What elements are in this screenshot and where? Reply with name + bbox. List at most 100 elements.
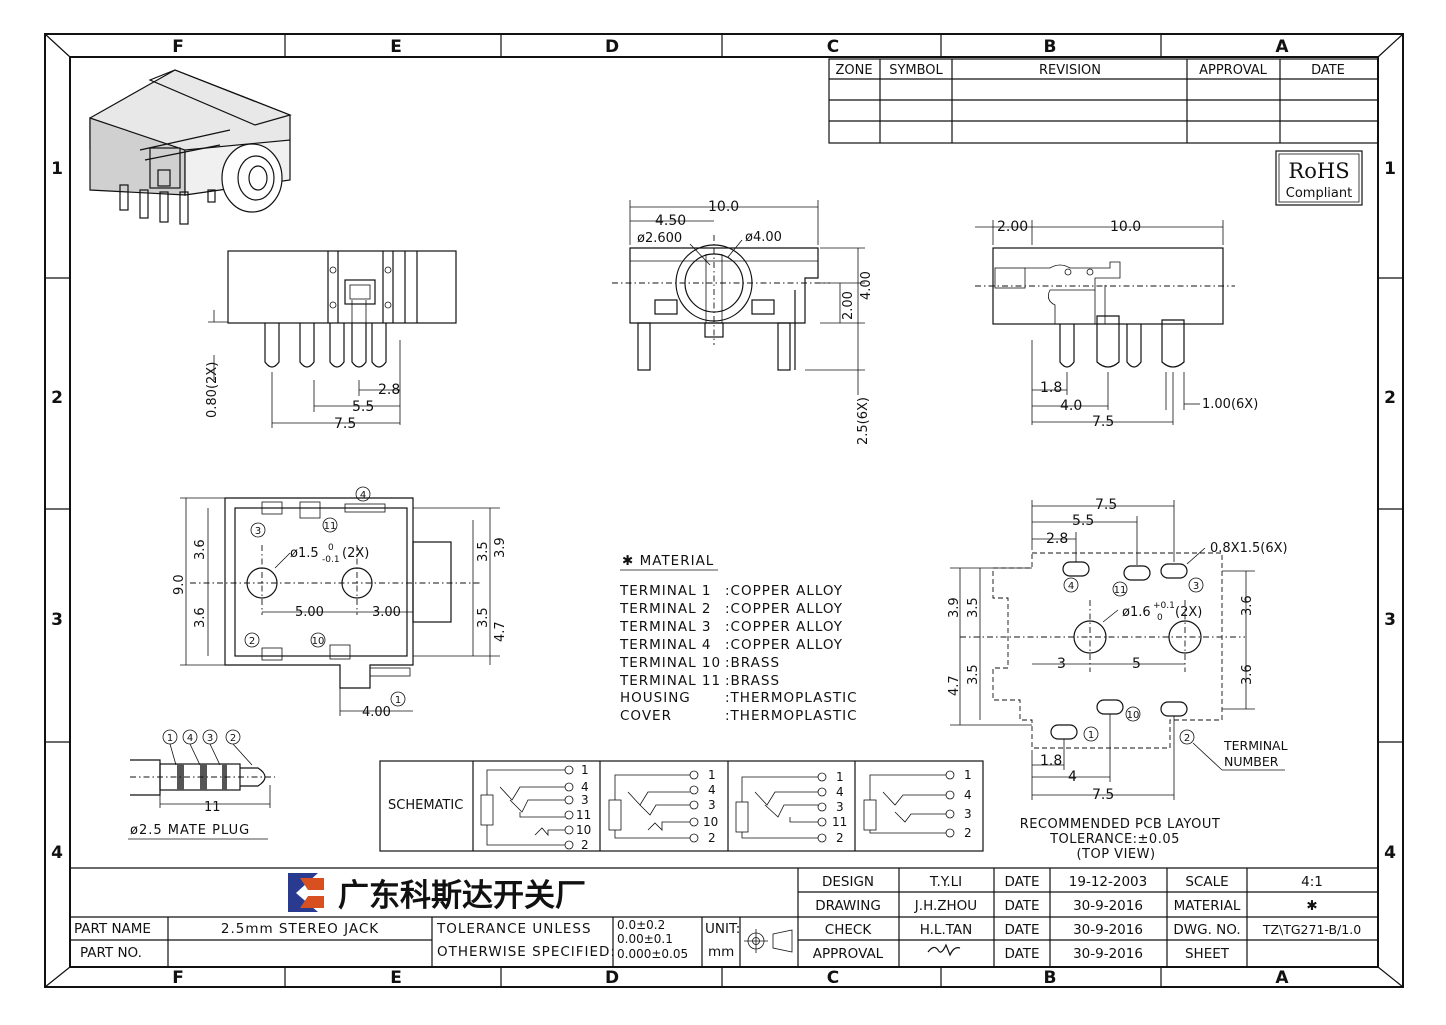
schematic-2-pin-4: 4 [708, 783, 716, 797]
date-label-4: DATE [1004, 946, 1039, 962]
dim-4-7: 4.7 [493, 621, 508, 642]
schematic-3-pin-4: 4 [836, 785, 844, 799]
pcb-terminal-1: 1 [1088, 730, 1094, 741]
col-label-c-bottom: C [827, 968, 839, 988]
pcb-terminal-10: 10 [1127, 710, 1140, 721]
pcb-terminal-2: 2 [1184, 733, 1190, 744]
dim-3-5-bottom: 3.5 [476, 607, 491, 628]
top-view: 3.6 9.0 3.6 3.5 3.9 3.5 4.7 ø1.5 0 -0.1 … [172, 486, 508, 720]
row-label-4: 4 [51, 843, 63, 863]
schematic-2-pin-1: 1 [708, 768, 716, 782]
material-row-8-value: :THERMOPLASTIC [725, 708, 858, 724]
revision-table: ZONE SYMBOL REVISION APPROVAL DATE [828, 58, 1379, 144]
row-label-1-right: 1 [1384, 159, 1396, 179]
rohs-title: RoHS [1288, 159, 1349, 183]
drawing-frame: F E D C B A F E D C B A 1 2 3 4 1 2 3 4 [44, 33, 1404, 988]
pcb-dim-3-6-bottom: 3.6 [1240, 664, 1255, 685]
projection-symbol-icon [744, 929, 793, 953]
dim-1-00-6x: 1.00(6X) [1202, 397, 1258, 412]
pcb-dim-3-6-top: 3.6 [1240, 595, 1255, 616]
schematic-diagram-2 [608, 770, 699, 843]
dim-2-00-front: 2.00 [841, 291, 856, 320]
terminal-marker-10-label: 10 [312, 636, 325, 647]
pcb-dim-7-5-top: 7.5 [1095, 497, 1117, 513]
check-label: CHECK [825, 922, 873, 938]
pcb-dim-5: 5 [1132, 656, 1141, 672]
pcb-dim-hole-count: (2X) [1175, 605, 1202, 620]
terminal-marker-10 [310, 632, 326, 648]
dim-5-5: 5.5 [352, 399, 374, 415]
terminal-marker-11 [322, 517, 338, 533]
front-view: 10.0 4.50 ø2.600 ø4.00 2.00 4.00 2.5(6X) [612, 199, 874, 445]
col-label-b-bottom: B [1044, 968, 1057, 988]
col-label-c: C [827, 37, 839, 57]
part-no-label: PART NO. [80, 945, 142, 961]
col-label-e-bottom: E [390, 968, 402, 988]
schematic-1-pin-1: 1 [581, 763, 589, 777]
plug-label: ø2.5 MATE PLUG [130, 823, 250, 838]
terminal-marker-1 [390, 691, 406, 707]
part-name-value: 2.5mm STEREO JACK [221, 921, 379, 937]
schematic-diagram-3 [735, 772, 827, 843]
material-row-6-value: :BRASS [725, 673, 780, 689]
scale-label: SCALE [1185, 874, 1228, 890]
rohs-subtitle: Compliant [1286, 186, 1352, 201]
plug-ring-3: 3 [207, 733, 213, 744]
schematic-1-pin-10: 10 [576, 823, 591, 837]
schematic-4-pin-3: 3 [964, 807, 972, 821]
dim-9-0: 9.0 [172, 574, 187, 595]
plug-ring-1: 1 [167, 733, 173, 744]
material-value: ✱ [1306, 898, 1317, 914]
unit-value: mm [708, 944, 734, 960]
material-list: ✱ MATERIAL TERMINAL 1 :COPPER ALLOY TERM… [619, 553, 858, 724]
material-label: MATERIAL [1174, 898, 1241, 914]
pcb-layout: 7.5 5.5 2.8 0.8X1.5(6X) 3.9 3.5 3.6 ø1.6… [947, 497, 1288, 862]
dim-4-00-front: 4.00 [859, 271, 874, 300]
material-row-2-name: TERMINAL 2 [619, 601, 712, 617]
drawing-value: J.H.ZHOU [914, 898, 977, 914]
material-title: ✱ MATERIAL [622, 553, 714, 569]
row-label-2: 2 [51, 388, 63, 408]
material-row-1-name: TERMINAL 1 [619, 583, 712, 599]
tolerance-value-3: 0.000±0.05 [617, 947, 688, 961]
dim-10-0-front: 10.0 [708, 199, 739, 215]
terminal-marker-1-label: 1 [395, 695, 401, 706]
pcb-dim-slot: 0.8X1.5(6X) [1210, 541, 1288, 556]
dim-d2-600: ø2.600 [637, 231, 682, 246]
terminal-marker-4 [355, 486, 371, 502]
date-label-2: DATE [1004, 898, 1039, 914]
design-value: T.Y.LI [929, 874, 962, 890]
schematic-block: SCHEMATIC 1 4 3 11 10 2 [379, 760, 984, 852]
material-row-3-name: TERMINAL 3 [619, 619, 712, 635]
col-label-d: D [605, 37, 619, 57]
dim-2-00-right: 2.00 [997, 219, 1028, 235]
dim-hole-count: (2X) [342, 546, 369, 561]
terminal-marker-2 [244, 632, 260, 648]
pcb-caption-title: RECOMMENDED PCB LAYOUT [1020, 817, 1221, 832]
dim-d4-00: ø4.00 [745, 230, 782, 245]
pcb-dim-3-5-bottom: 3.5 [966, 664, 981, 685]
schematic-1-pin-11: 11 [576, 808, 591, 822]
material-row-5-name: TERMINAL 10 [619, 655, 721, 671]
pcb-dim-hole-tol-bottom: 0 [1157, 613, 1163, 623]
dim-4-00-top: 4.00 [362, 705, 391, 720]
tolerance-value-2: 0.00±0.1 [617, 932, 673, 946]
col-label-b: B [1044, 37, 1057, 57]
schematic-4-pin-2: 2 [964, 826, 972, 840]
pcb-terminal-4: 4 [1068, 581, 1074, 592]
pcb-dim-4-7: 4.7 [947, 675, 962, 696]
isometric-view [89, 69, 292, 225]
drawing-label: DRAWING [815, 898, 881, 914]
dim-7-5-right: 7.5 [1092, 414, 1114, 430]
sheet-label: SHEET [1185, 946, 1230, 962]
side-view-right: 2.00 10.0 1.8 4.0 7.5 1.00(6X) [975, 219, 1258, 430]
date-value-3: 30-9-2016 [1073, 922, 1143, 938]
material-row-6-name: TERMINAL 11 [619, 673, 721, 689]
schematic-diagram-1 [480, 765, 574, 850]
revision-header-approval: APPROVAL [1199, 63, 1268, 78]
schematic-2-pin-3: 3 [708, 798, 716, 812]
pcb-dim-3: 3 [1057, 656, 1066, 672]
terminal-marker-4-label: 4 [360, 490, 366, 501]
side-view-left: 0.80(2X) 2.8 5.5 7.5 [205, 250, 457, 432]
date-value-4: 30-9-2016 [1073, 946, 1143, 962]
